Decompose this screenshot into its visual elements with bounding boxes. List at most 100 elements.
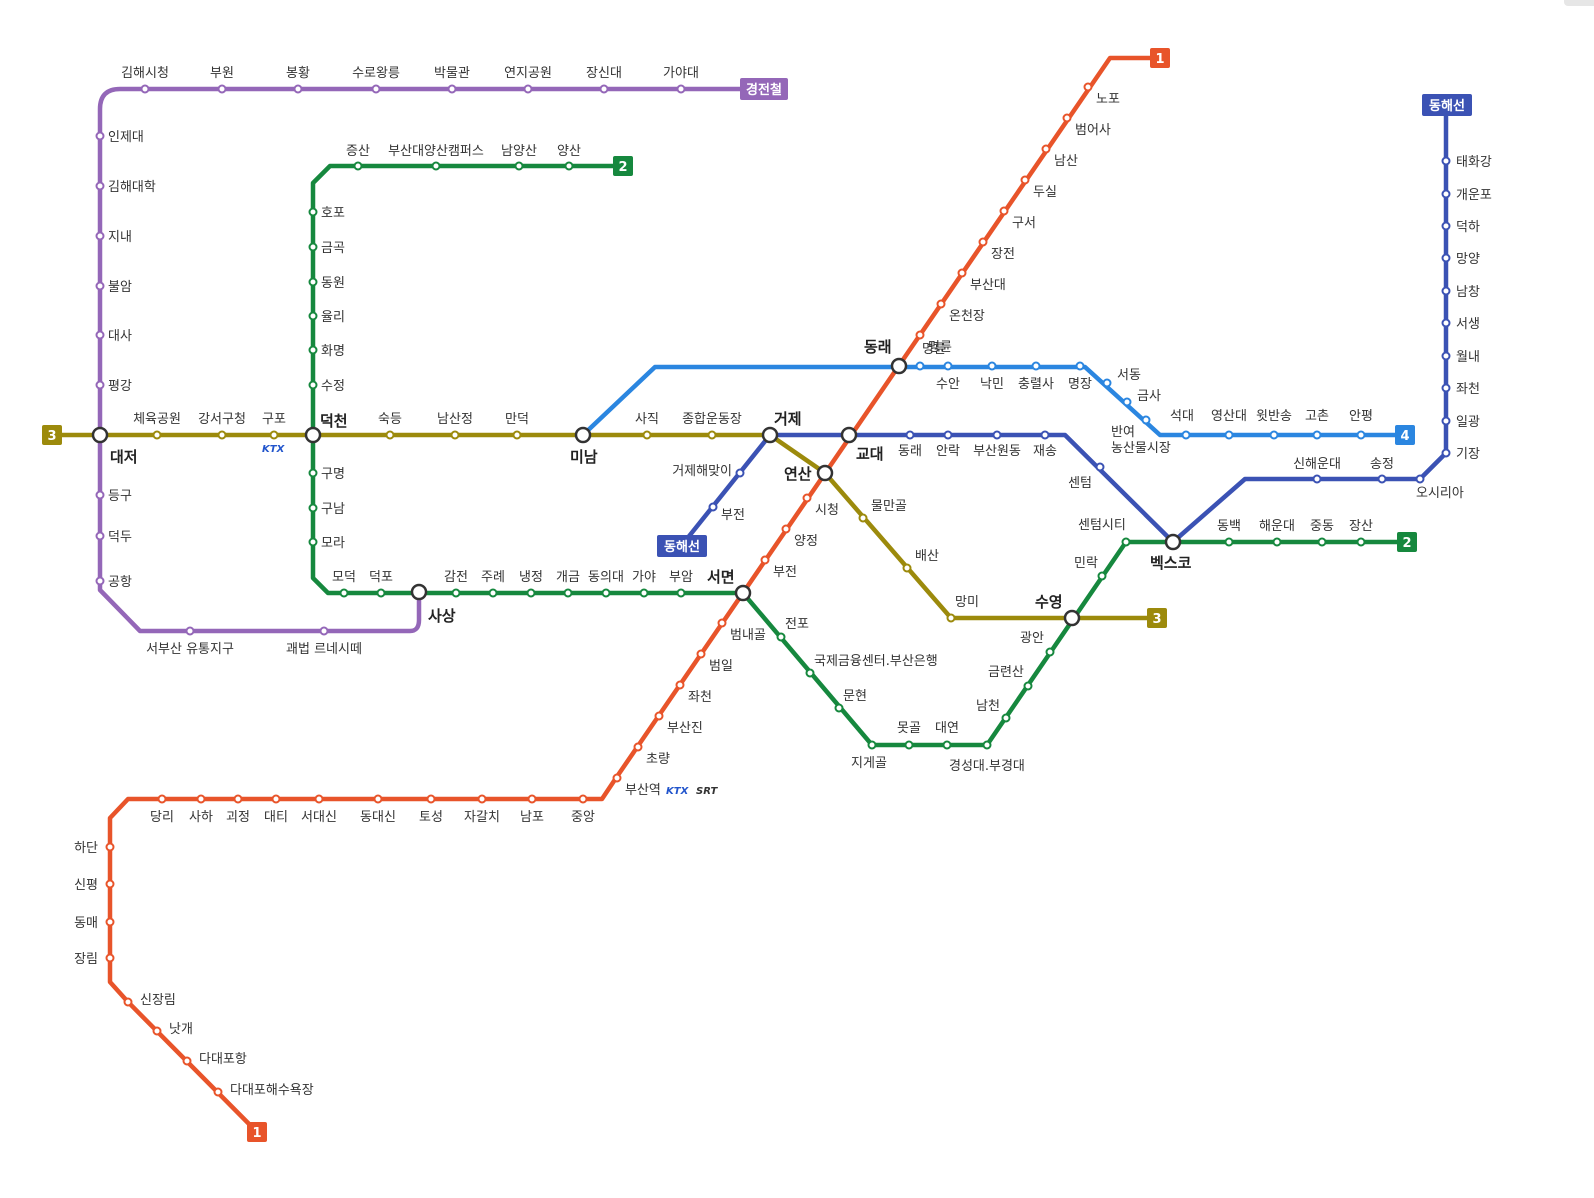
line2-station-5[interactable] bbox=[308, 242, 318, 252]
gyeongjeon-station-18[interactable] bbox=[319, 626, 329, 636]
line2-station-18[interactable] bbox=[563, 588, 573, 598]
line1-station-16[interactable] bbox=[633, 742, 643, 752]
line2-station-26[interactable] bbox=[904, 740, 914, 750]
line1-station-9[interactable] bbox=[802, 493, 812, 503]
line1-station-32[interactable] bbox=[123, 997, 133, 1007]
transfer-suyeong[interactable] bbox=[1063, 609, 1081, 627]
line2-station-8[interactable] bbox=[308, 345, 318, 355]
donghae-station-7[interactable] bbox=[1312, 474, 1322, 484]
line1-station-20[interactable] bbox=[477, 794, 487, 804]
line1-station-18[interactable] bbox=[578, 794, 588, 804]
line4-station-0[interactable] bbox=[915, 361, 925, 371]
line3-station-2[interactable] bbox=[269, 430, 279, 440]
donghae-station-4[interactable] bbox=[992, 430, 1002, 440]
donghae-station-10[interactable] bbox=[1441, 448, 1451, 458]
line3-station-4[interactable] bbox=[450, 430, 460, 440]
donghae-station-3[interactable] bbox=[943, 430, 953, 440]
transfer-bexco[interactable] bbox=[1164, 533, 1182, 551]
donghae-station-17[interactable] bbox=[1441, 221, 1451, 231]
line2-station-32[interactable] bbox=[1097, 571, 1107, 581]
line1-station-28[interactable] bbox=[105, 842, 115, 852]
gyeongjeon-station-15[interactable] bbox=[95, 531, 105, 541]
transfer-yeonsan[interactable] bbox=[816, 464, 834, 482]
line4-station-7[interactable] bbox=[1141, 415, 1151, 425]
gyeongjeon-station-13[interactable] bbox=[95, 380, 105, 390]
line1-station-21[interactable] bbox=[426, 794, 436, 804]
line2-station-29[interactable] bbox=[1001, 713, 1011, 723]
line1-station-12[interactable] bbox=[717, 618, 727, 628]
line2-station-7[interactable] bbox=[308, 311, 318, 321]
line1-station-4[interactable] bbox=[999, 206, 1009, 216]
line1-station-1[interactable] bbox=[1062, 113, 1072, 123]
donghae-station-5[interactable] bbox=[1040, 430, 1050, 440]
transfer-gyodae[interactable] bbox=[840, 426, 858, 444]
line2-station-0[interactable] bbox=[353, 161, 363, 171]
line4-station-1[interactable] bbox=[943, 361, 953, 371]
line1-station-11[interactable] bbox=[760, 555, 770, 565]
gyeongjeon-station-14[interactable] bbox=[95, 490, 105, 500]
donghae-station-12[interactable] bbox=[1441, 383, 1451, 393]
line3-station-3[interactable] bbox=[385, 430, 395, 440]
line2-station-28[interactable] bbox=[982, 740, 992, 750]
line2-station-24[interactable] bbox=[834, 703, 844, 713]
line2-station-10[interactable] bbox=[308, 468, 318, 478]
line2-station-21[interactable] bbox=[676, 588, 686, 598]
gyeongjeon-station-10[interactable] bbox=[95, 231, 105, 241]
gyeongjeon-station-3[interactable] bbox=[371, 84, 381, 94]
line2-station-15[interactable] bbox=[451, 588, 461, 598]
transfer-minam[interactable] bbox=[574, 426, 592, 444]
line2-station-1[interactable] bbox=[431, 161, 441, 171]
line1-station-29[interactable] bbox=[105, 879, 115, 889]
line1-station-23[interactable] bbox=[314, 794, 324, 804]
line2-station-16[interactable] bbox=[488, 588, 498, 598]
gyeongjeon-station-0[interactable] bbox=[140, 84, 150, 94]
line1-station-19[interactable] bbox=[527, 794, 537, 804]
gyeongjeon-station-4[interactable] bbox=[447, 84, 457, 94]
line1-station-22[interactable] bbox=[373, 794, 383, 804]
gyeongjeon-station-8[interactable] bbox=[95, 131, 105, 141]
line4-station-8[interactable] bbox=[1181, 430, 1191, 440]
donghae-station-11[interactable] bbox=[1441, 416, 1451, 426]
gyeongjeon-station-6[interactable] bbox=[599, 84, 609, 94]
donghae-station-16[interactable] bbox=[1441, 253, 1451, 263]
line4-station-3[interactable] bbox=[1031, 361, 1041, 371]
donghae-station-8[interactable] bbox=[1377, 474, 1387, 484]
line4-station-12[interactable] bbox=[1356, 430, 1366, 440]
line2-station-4[interactable] bbox=[308, 207, 318, 217]
line2-station-2[interactable] bbox=[514, 161, 524, 171]
line2-station-3[interactable] bbox=[564, 161, 574, 171]
line4-station-4[interactable] bbox=[1075, 361, 1085, 371]
line4-station-9[interactable] bbox=[1224, 430, 1234, 440]
line4-station-2[interactable] bbox=[987, 361, 997, 371]
line1-station-5[interactable] bbox=[978, 237, 988, 247]
line1-station-15[interactable] bbox=[654, 711, 664, 721]
line1-station-13[interactable] bbox=[696, 649, 706, 659]
line1-station-25[interactable] bbox=[233, 794, 243, 804]
line1-station-35[interactable] bbox=[213, 1087, 223, 1097]
line2-station-14[interactable] bbox=[376, 588, 386, 598]
line4-station-6[interactable] bbox=[1122, 397, 1132, 407]
gyeongjeon-station-5[interactable] bbox=[523, 84, 533, 94]
line1-station-33[interactable] bbox=[152, 1026, 162, 1036]
line2-station-33[interactable] bbox=[1121, 537, 1131, 547]
line3-station-0[interactable] bbox=[152, 430, 162, 440]
line2-station-31[interactable] bbox=[1045, 647, 1055, 657]
line1-station-2[interactable] bbox=[1041, 144, 1051, 154]
line3-station-9[interactable] bbox=[902, 563, 912, 573]
line1-station-31[interactable] bbox=[105, 953, 115, 963]
line1-station-3[interactable] bbox=[1020, 175, 1030, 185]
line2-station-6[interactable] bbox=[308, 277, 318, 287]
line3-station-6[interactable] bbox=[642, 430, 652, 440]
donghae-station-0[interactable] bbox=[708, 502, 718, 512]
line2-station-19[interactable] bbox=[601, 588, 611, 598]
line1-station-14[interactable] bbox=[675, 680, 685, 690]
transfer-daejeo[interactable] bbox=[91, 426, 109, 444]
line3-station-8[interactable] bbox=[858, 513, 868, 523]
line1-station-26[interactable] bbox=[196, 794, 206, 804]
line2-station-34[interactable] bbox=[1224, 537, 1234, 547]
line1-station-34[interactable] bbox=[182, 1056, 192, 1066]
line2-station-35[interactable] bbox=[1272, 537, 1282, 547]
line2-station-23[interactable] bbox=[805, 668, 815, 678]
line1-station-10[interactable] bbox=[781, 524, 791, 534]
gyeongjeon-station-1[interactable] bbox=[217, 84, 227, 94]
